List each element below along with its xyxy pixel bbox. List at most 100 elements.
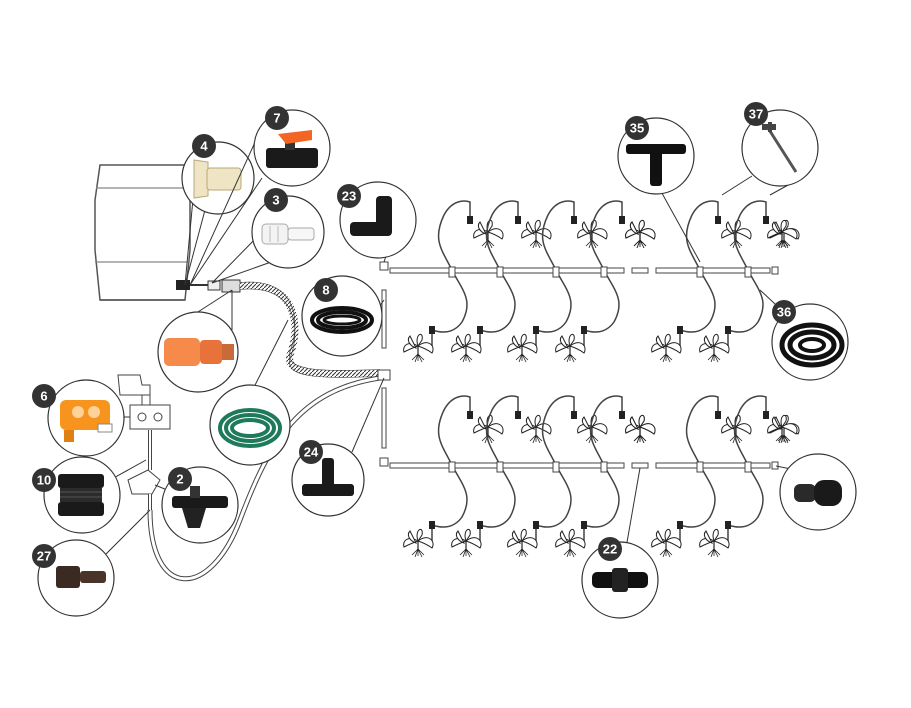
badge-label: 35 xyxy=(630,121,644,136)
badge-label: 7 xyxy=(273,111,280,126)
tee-fitting xyxy=(552,266,560,278)
dripper xyxy=(581,521,587,529)
tee-barb-icon xyxy=(626,144,686,186)
tee-fitting xyxy=(496,266,504,278)
tee-fitting xyxy=(448,461,456,473)
dripper xyxy=(467,411,473,419)
badge-22: 22 xyxy=(598,537,622,561)
micro-tube-down xyxy=(535,464,572,541)
badge-label: 3 xyxy=(272,193,279,208)
badge-label: 2 xyxy=(176,472,183,487)
micro-tube-up xyxy=(541,200,575,271)
plant-icon xyxy=(767,414,798,444)
dripper xyxy=(581,326,587,334)
badge-label: 8 xyxy=(322,283,329,298)
tee-fitting xyxy=(448,266,456,278)
dripper xyxy=(477,326,483,334)
plant-icon xyxy=(651,528,682,558)
garden-hose-icon xyxy=(218,408,282,448)
micro-tubing-coil-icon xyxy=(779,322,845,368)
elbow-fitting-icon xyxy=(350,196,392,236)
badge-label: 4 xyxy=(200,139,208,154)
lateral-top xyxy=(389,266,779,275)
plant-icon xyxy=(767,219,798,249)
plant-icon xyxy=(555,528,586,558)
plant-icon xyxy=(403,528,434,558)
threaded-adapter-icon xyxy=(58,474,104,516)
dripper xyxy=(715,411,721,419)
tee-fitting xyxy=(552,461,560,473)
badge-37: 37 xyxy=(744,102,768,126)
end-cap-icon xyxy=(794,480,842,506)
badge-7: 7 xyxy=(265,106,289,130)
dripper-stake-icon xyxy=(762,122,798,173)
braided-hose xyxy=(239,282,381,378)
dripper xyxy=(515,216,521,224)
tee-fitting xyxy=(744,266,752,278)
dripper xyxy=(715,216,721,224)
badge-label: 27 xyxy=(37,549,51,564)
micro-tube-up xyxy=(541,395,575,466)
hose-connector-icon xyxy=(261,223,315,245)
dripper xyxy=(533,521,539,529)
dripper xyxy=(725,521,731,529)
dripper xyxy=(571,411,577,419)
badge-36: 36 xyxy=(772,300,796,324)
plant-icon xyxy=(555,333,586,363)
ball-valve-icon xyxy=(266,130,318,168)
filter-icon xyxy=(172,486,228,528)
plant-icon xyxy=(403,333,434,363)
micro-tube-up xyxy=(437,200,471,271)
water-timer-icon xyxy=(60,400,113,442)
badge-3: 3 xyxy=(264,188,288,212)
micro-tube-down xyxy=(679,269,716,346)
badge-23: 23 xyxy=(337,184,361,208)
badge-label: 36 xyxy=(777,305,791,320)
micro-tube-down xyxy=(479,464,516,541)
micro-tube-down xyxy=(583,269,620,346)
dripper xyxy=(763,216,769,224)
micro-tube-up xyxy=(685,395,719,466)
micro-tube-down xyxy=(727,269,764,346)
barrel-adapter-icon xyxy=(193,159,242,199)
micro-tube-up xyxy=(485,200,519,271)
badge-label: 10 xyxy=(37,473,51,488)
tee-fitting xyxy=(696,266,704,278)
hose-adapter-icon xyxy=(56,566,106,588)
manifold xyxy=(377,261,391,467)
plant-icon xyxy=(699,528,730,558)
badge-4: 4 xyxy=(192,134,216,158)
badge-24: 24 xyxy=(299,440,323,464)
badge-2: 2 xyxy=(168,467,192,491)
badge-label: 22 xyxy=(603,542,617,557)
tee-fitting xyxy=(600,461,608,473)
dripper xyxy=(429,521,435,529)
micro-tube-up xyxy=(733,200,767,271)
dripper xyxy=(477,521,483,529)
plant-icon xyxy=(507,528,538,558)
micro-tube-down xyxy=(431,269,468,346)
dripper xyxy=(619,411,625,419)
micro-tube-down xyxy=(535,269,572,346)
tubing-coil-icon xyxy=(310,306,374,334)
dripper xyxy=(677,521,683,529)
plant-icon xyxy=(451,333,482,363)
water-barrel-icon xyxy=(94,164,191,301)
tee-connector-icon xyxy=(302,458,354,496)
micro-tube-up xyxy=(589,200,623,271)
drip-lines xyxy=(403,200,800,558)
micro-tube-up xyxy=(733,395,767,466)
plant-icon xyxy=(507,333,538,363)
dripper xyxy=(533,326,539,334)
badge-label: 37 xyxy=(749,107,763,122)
dripper xyxy=(619,216,625,224)
plant-icon xyxy=(651,333,682,363)
tee-fitting xyxy=(744,461,752,473)
micro-tube-up xyxy=(485,395,519,466)
badge-27: 27 xyxy=(32,544,56,568)
plant-icon xyxy=(521,414,552,444)
plant-icon xyxy=(699,333,730,363)
tee-fitting xyxy=(496,461,504,473)
